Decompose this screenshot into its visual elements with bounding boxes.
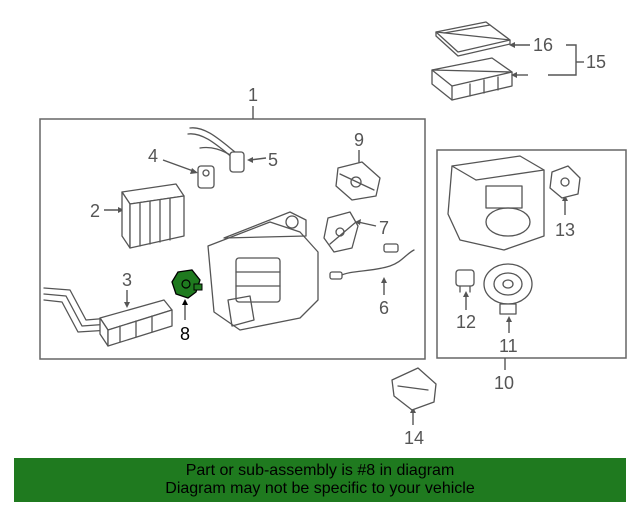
part-13-servo [549,165,581,199]
part-12-resistor [455,269,475,293]
banner-line-2: Diagram may not be specific to your vehi… [165,480,475,497]
part-7-linkage [323,211,359,253]
callout-7: 7 [379,218,389,238]
part-5-pipe-bracket [187,127,245,173]
part-14-amplifier [391,367,437,411]
part-9-servo [335,161,381,201]
callout-labels: 1 2 3 4 5 6 7 8 9 10 11 12 13 14 15 16 [90,35,606,448]
callout-10: 10 [494,373,514,393]
part-4-expansion-valve [197,165,215,189]
callout-14: 14 [404,428,424,448]
callout-12: 12 [456,312,476,332]
part-15-filter-assembly [431,57,513,101]
callout-6: 6 [379,298,389,318]
callout-16: 16 [533,35,553,55]
part-11-blower-motor [483,263,533,315]
part-8-servo-motor-highlighted [171,269,203,299]
part-3-heater-core [43,287,173,347]
part-10-blower-unit [447,155,545,251]
callout-2: 2 [90,201,100,221]
assembly-10-frame [436,149,627,359]
assembly-1-frame [39,118,426,360]
callout-13: 13 [555,220,575,240]
callout-1: 1 [248,85,258,105]
part-1-heater-unit [207,211,319,331]
callout-11: 11 [499,336,518,356]
part-16-filter-element [435,21,511,57]
callout-15: 15 [586,52,606,72]
callout-3: 3 [122,270,132,290]
leader-lines [104,42,584,425]
callout-5: 5 [268,150,278,170]
notice-banner: Part or sub-assembly is #8 in diagram Di… [14,458,626,502]
banner-line-1: Part or sub-assembly is #8 in diagram [185,462,455,479]
callout-4: 4 [148,146,158,166]
callout-9: 9 [354,130,364,150]
part-2-evaporator [121,183,185,249]
part-6-sensor-wire [329,243,415,280]
callout-8-highlighted: 8 [180,324,190,344]
